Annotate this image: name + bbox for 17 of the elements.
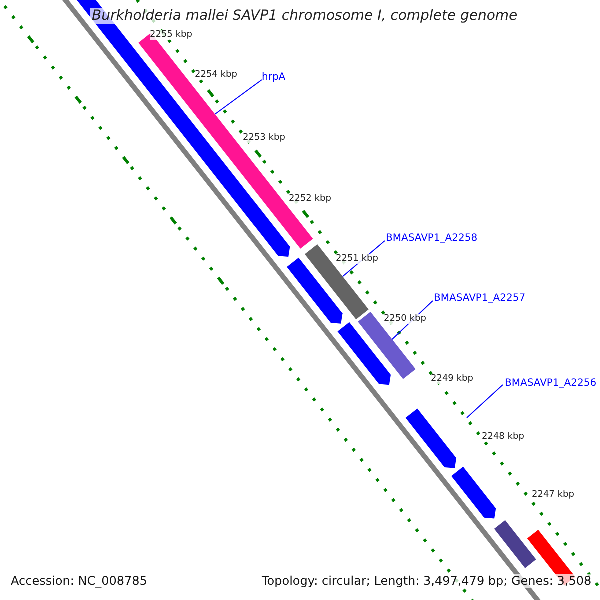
info-text: Accession: NC_008785 — [9, 574, 150, 588]
tick-label: 2247 kbp — [532, 490, 574, 500]
info-text: Topology: circular; Length: 3,497,479 bp; Genes: 3,508 — [260, 574, 594, 588]
tick-label: 2248 kbp — [482, 432, 524, 442]
tick-label: 2253 kbp — [243, 133, 286, 143]
gene-label: BMASAVP1_A2257 — [434, 293, 526, 304]
tick-label: 2250 kbp — [384, 314, 426, 324]
title: Burkholderia mallei SAVP1 chromosome I, complete genome — [90, 8, 520, 24]
tick-label: 2249 kbp — [431, 374, 474, 384]
tick-label: 2255 kbp — [150, 30, 192, 40]
tick-label: 2254 kbp — [195, 70, 238, 80]
leader-line — [214, 80, 262, 115]
gene-label: BMASAVP1_A2256 — [505, 378, 597, 389]
tick-label: 2252 kbp — [289, 194, 332, 204]
tick-label: 2251 kbp — [336, 254, 378, 264]
gene-label: BMASAVP1_A2258 — [386, 233, 478, 244]
leader-line — [466, 384, 504, 418]
